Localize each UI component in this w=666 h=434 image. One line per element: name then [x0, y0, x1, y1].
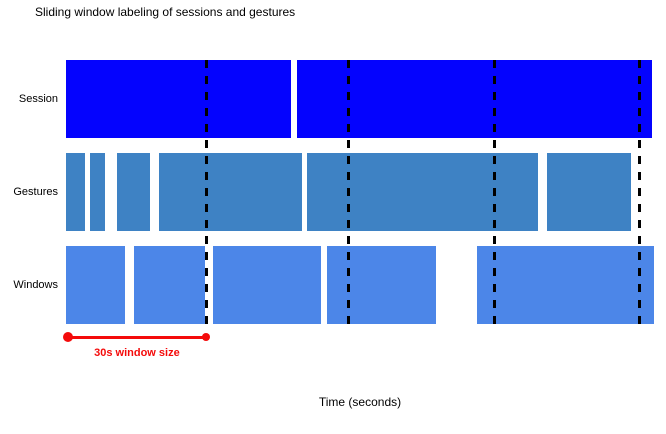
row-label-session: Session [18, 93, 58, 105]
bar-segment-gestures-0 [66, 153, 86, 231]
bar-segment-windows-0 [66, 246, 125, 324]
bar-segment-session-1 [297, 60, 652, 138]
chart-title: Sliding window labeling of sessions and … [35, 5, 296, 19]
window-size-annotation-label: 30s window size [94, 347, 180, 359]
bar-segment-session-0 [66, 60, 291, 138]
window-boundary-dashed-line-2 [493, 60, 497, 325]
x-axis-label: Time (seconds) [318, 395, 402, 409]
window-boundary-dashed-line-0 [204, 60, 208, 325]
window-size-arrow-line [67, 335, 206, 339]
bar-segment-gestures-4 [306, 153, 538, 231]
bar-segment-windows-2 [213, 246, 321, 324]
row-label-windows: Windows [13, 279, 58, 291]
bar-segment-gestures-3 [159, 153, 303, 231]
window-size-arrow-end-dot [202, 333, 210, 341]
window-size-arrow-start-dot [62, 332, 73, 342]
bar-segment-windows-1 [133, 246, 206, 324]
bar-segment-gestures-5 [546, 153, 631, 231]
row-label-gestures: Gestures [13, 186, 58, 198]
window-boundary-dashed-line-3 [637, 60, 641, 325]
window-boundary-dashed-line-1 [347, 60, 351, 325]
bar-segment-windows-3 [327, 246, 437, 324]
bar-segment-windows-4 [476, 246, 654, 324]
bar-segment-gestures-2 [117, 153, 150, 231]
bar-segment-gestures-1 [89, 153, 106, 231]
